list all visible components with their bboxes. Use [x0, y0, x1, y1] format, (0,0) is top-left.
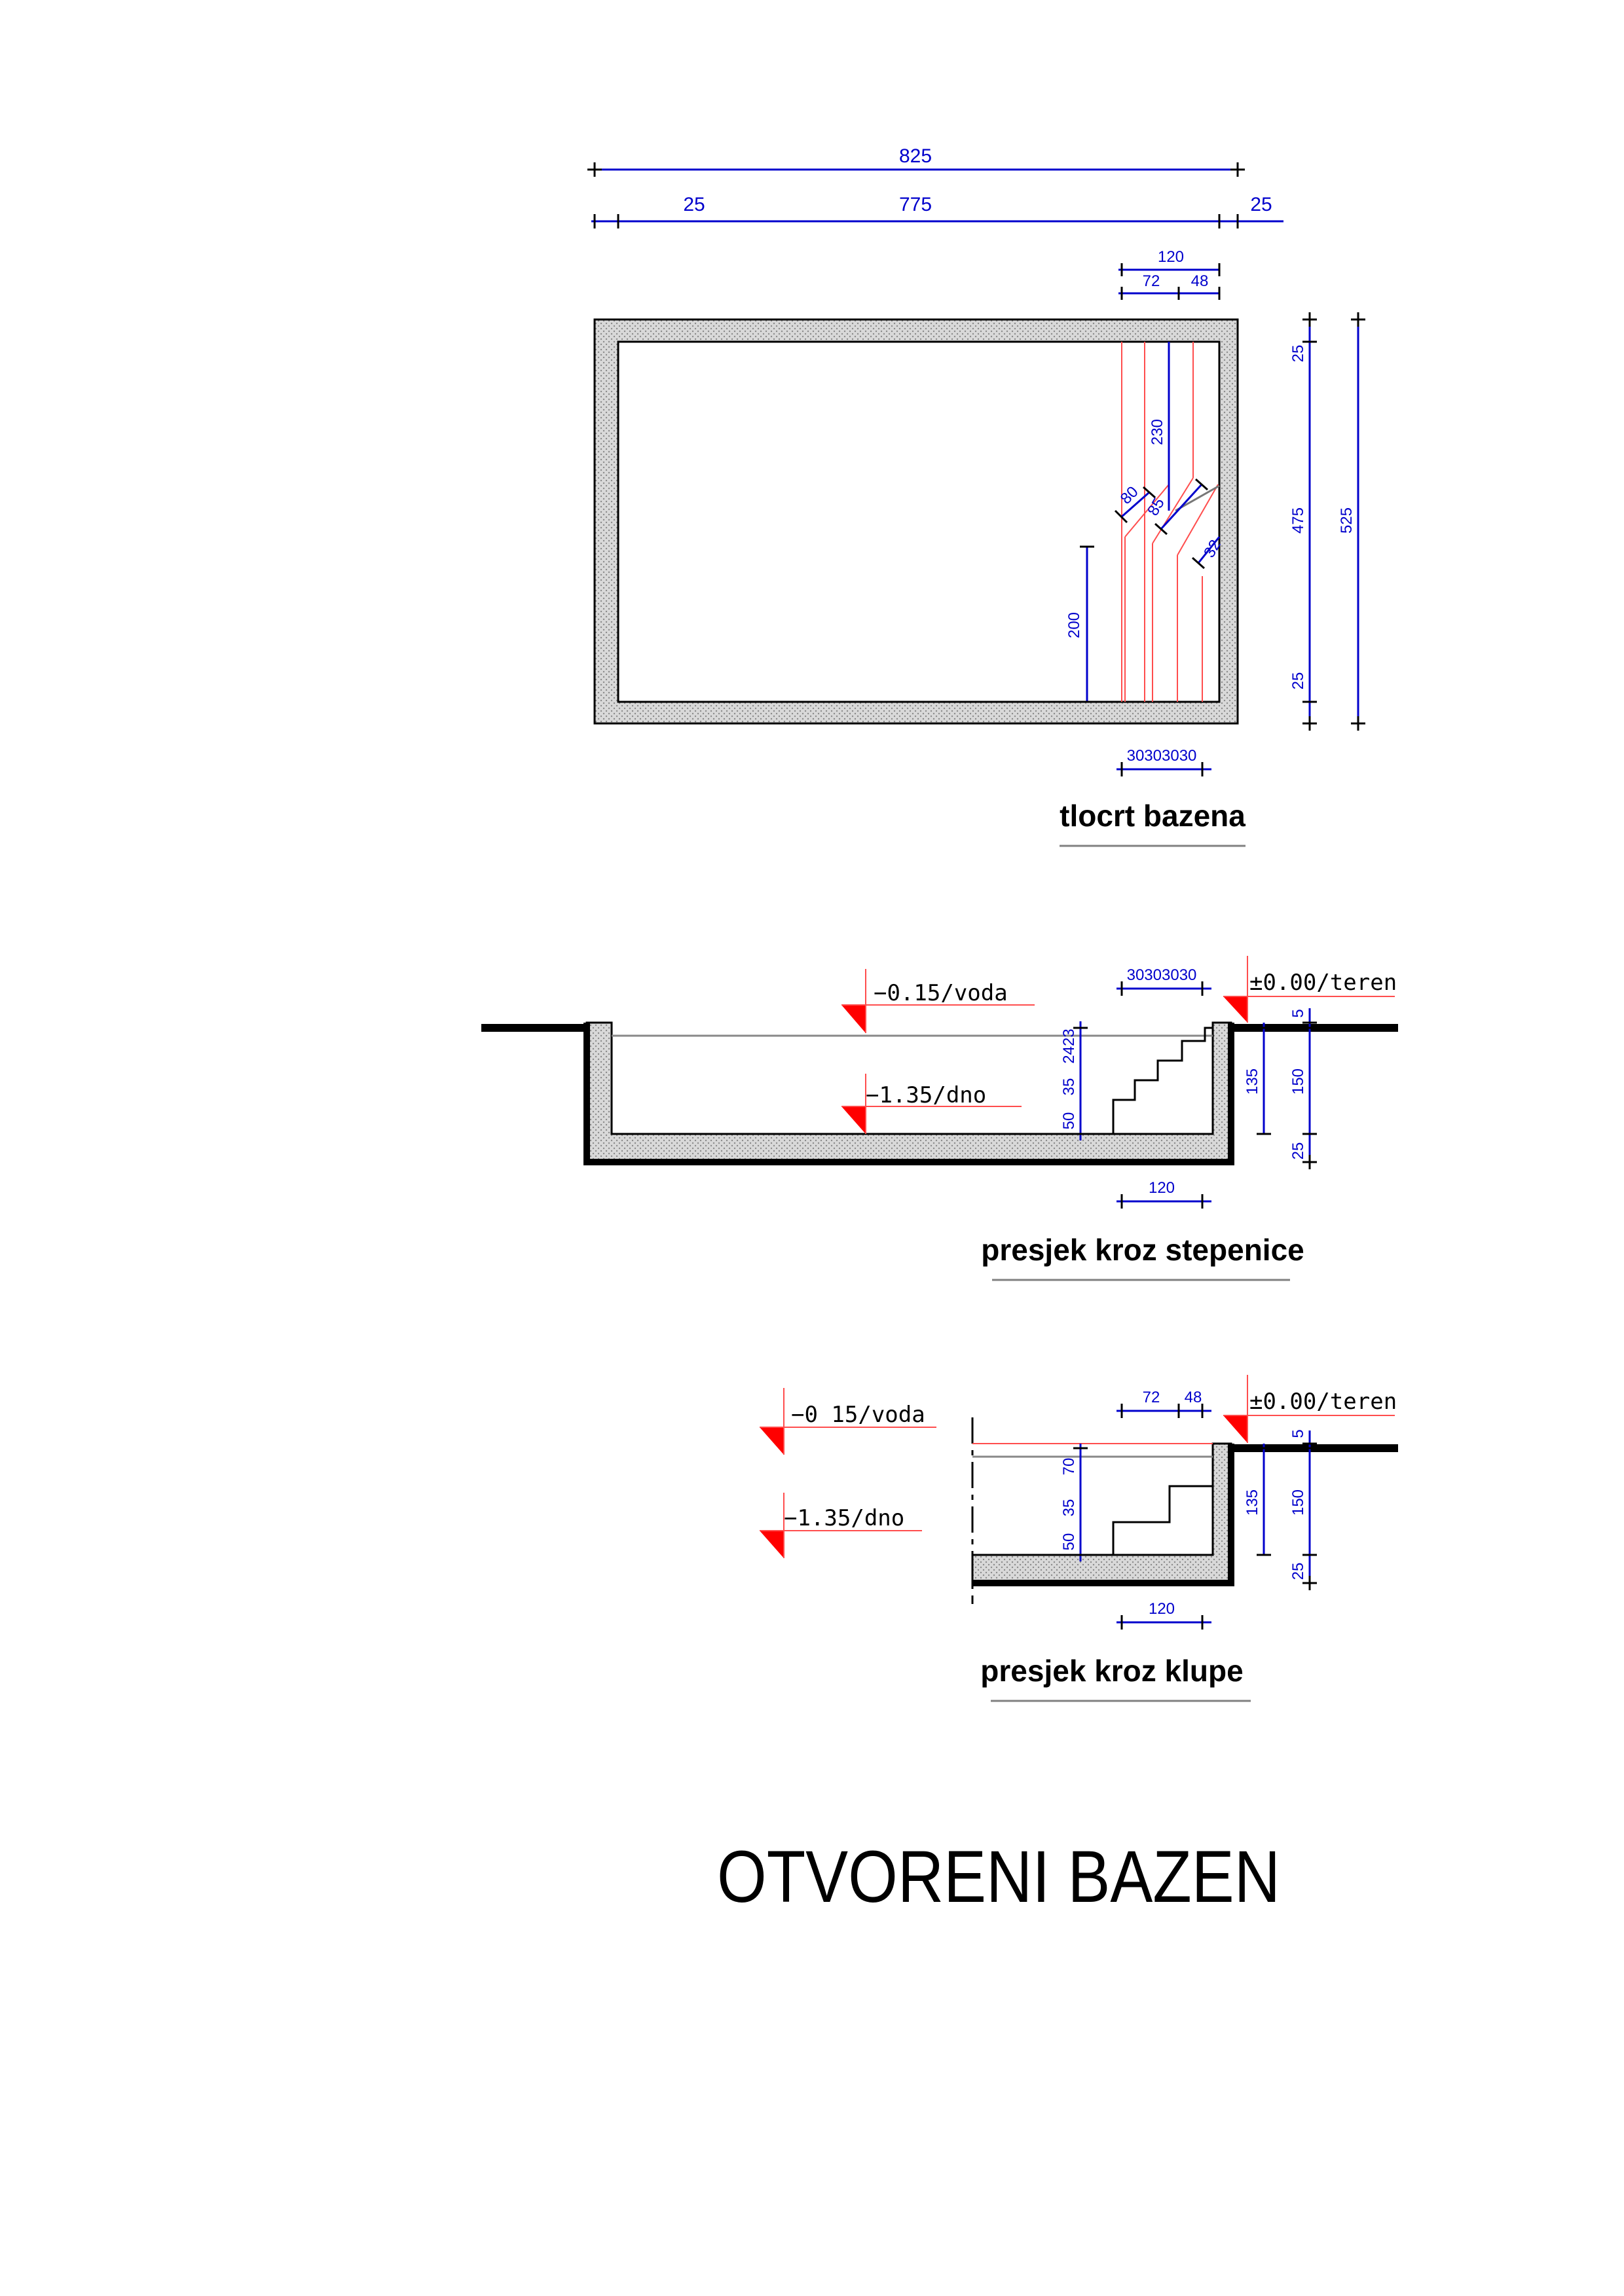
dim-120-benches: 120: [1149, 1600, 1175, 1618]
page-title: OTVORENI BAZEN: [717, 1836, 1280, 1918]
caption-plan: tlocrt bazena: [1060, 799, 1246, 833]
level-marker-bottom-bench: [760, 1531, 784, 1558]
dim-25-right: 25: [1250, 194, 1272, 215]
dim-825: 825: [899, 145, 932, 167]
level-water-stairs: −0.15/voda: [874, 980, 1008, 1006]
dim-25-benches: 25: [1289, 1563, 1307, 1580]
dim-475: 475: [1289, 507, 1307, 534]
section-stairs-steps: [1112, 1027, 1213, 1134]
plan-wall: [593, 318, 1239, 725]
dim-525: 525: [1338, 507, 1356, 534]
dim-5-benches: 5: [1289, 1429, 1307, 1438]
dim-35-stairs: 35: [1060, 1078, 1078, 1096]
level-ground-benches: ±0.00/teren: [1249, 1389, 1397, 1415]
level-marker-bottom: [841, 1106, 866, 1134]
section-benches: −0 15/voda −1.35/dno ±0.00/teren 72 48 1…: [760, 1375, 1398, 1702]
dim-85: 85: [1144, 495, 1168, 519]
level-marker-ground-bench: [1223, 1415, 1247, 1443]
level-bottom-benches: −1.35/dno: [784, 1505, 904, 1531]
dim-775: 775: [899, 194, 932, 215]
section-benches-wall: [971, 1442, 1232, 1584]
level-marker-water: [841, 1005, 866, 1033]
dim-steps-plan: 30303030: [1127, 747, 1197, 765]
section-benches-bench: [1112, 1485, 1213, 1555]
dim-50-benches: 50: [1060, 1533, 1078, 1551]
dim-120: 120: [1158, 248, 1184, 266]
dim-48-benches: 48: [1185, 1389, 1202, 1406]
level-marker-ground: [1223, 996, 1247, 1023]
dim-50-stairs: 50: [1060, 1112, 1078, 1130]
dim-135-benches: 135: [1244, 1489, 1261, 1516]
dim-5-stairs: 5: [1289, 1009, 1307, 1017]
dim-80: 80: [1117, 483, 1142, 508]
plan-stair-lines: [1121, 342, 1220, 702]
dim-25-stairs: 25: [1289, 1142, 1307, 1160]
level-ground-stairs: ±0.00/teren: [1249, 970, 1397, 996]
dim-35-benches: 35: [1060, 1499, 1078, 1517]
dim-steps-section: 30303030: [1127, 966, 1197, 984]
dim-135-stairs: 135: [1244, 1068, 1261, 1095]
dim-72: 72: [1143, 272, 1160, 290]
dim-70-benches: 70: [1060, 1458, 1078, 1476]
caption-section-stairs: presjek kroz stepenice: [981, 1233, 1304, 1267]
pool-plan: 825 25 775 25 120 72 48 230 80 85 32 200: [587, 145, 1365, 847]
level-marker-water-bench: [760, 1427, 784, 1455]
dim-150-benches: 150: [1289, 1489, 1307, 1516]
dim-150-stairs: 150: [1289, 1068, 1307, 1095]
dim-72-benches: 72: [1143, 1389, 1160, 1406]
dim-48: 48: [1191, 272, 1209, 290]
dim-25-top: 25: [1289, 345, 1307, 363]
dim-230: 230: [1149, 419, 1166, 445]
caption-section-benches: presjek kroz klupe: [980, 1654, 1243, 1688]
dim-25-bottom: 25: [1289, 672, 1307, 690]
dim-200: 200: [1065, 612, 1083, 638]
section-stairs: −0.15/voda −1.35/dno ±0.00/teren 3030303…: [481, 956, 1398, 1281]
dim-25-left: 25: [683, 194, 705, 215]
dim-120-stairs: 120: [1149, 1179, 1175, 1197]
level-water-benches: −0 15/voda: [791, 1402, 925, 1428]
dim-2423-stairs: 2423: [1060, 1029, 1078, 1063]
level-bottom-stairs: −1.35/dno: [866, 1082, 986, 1108]
